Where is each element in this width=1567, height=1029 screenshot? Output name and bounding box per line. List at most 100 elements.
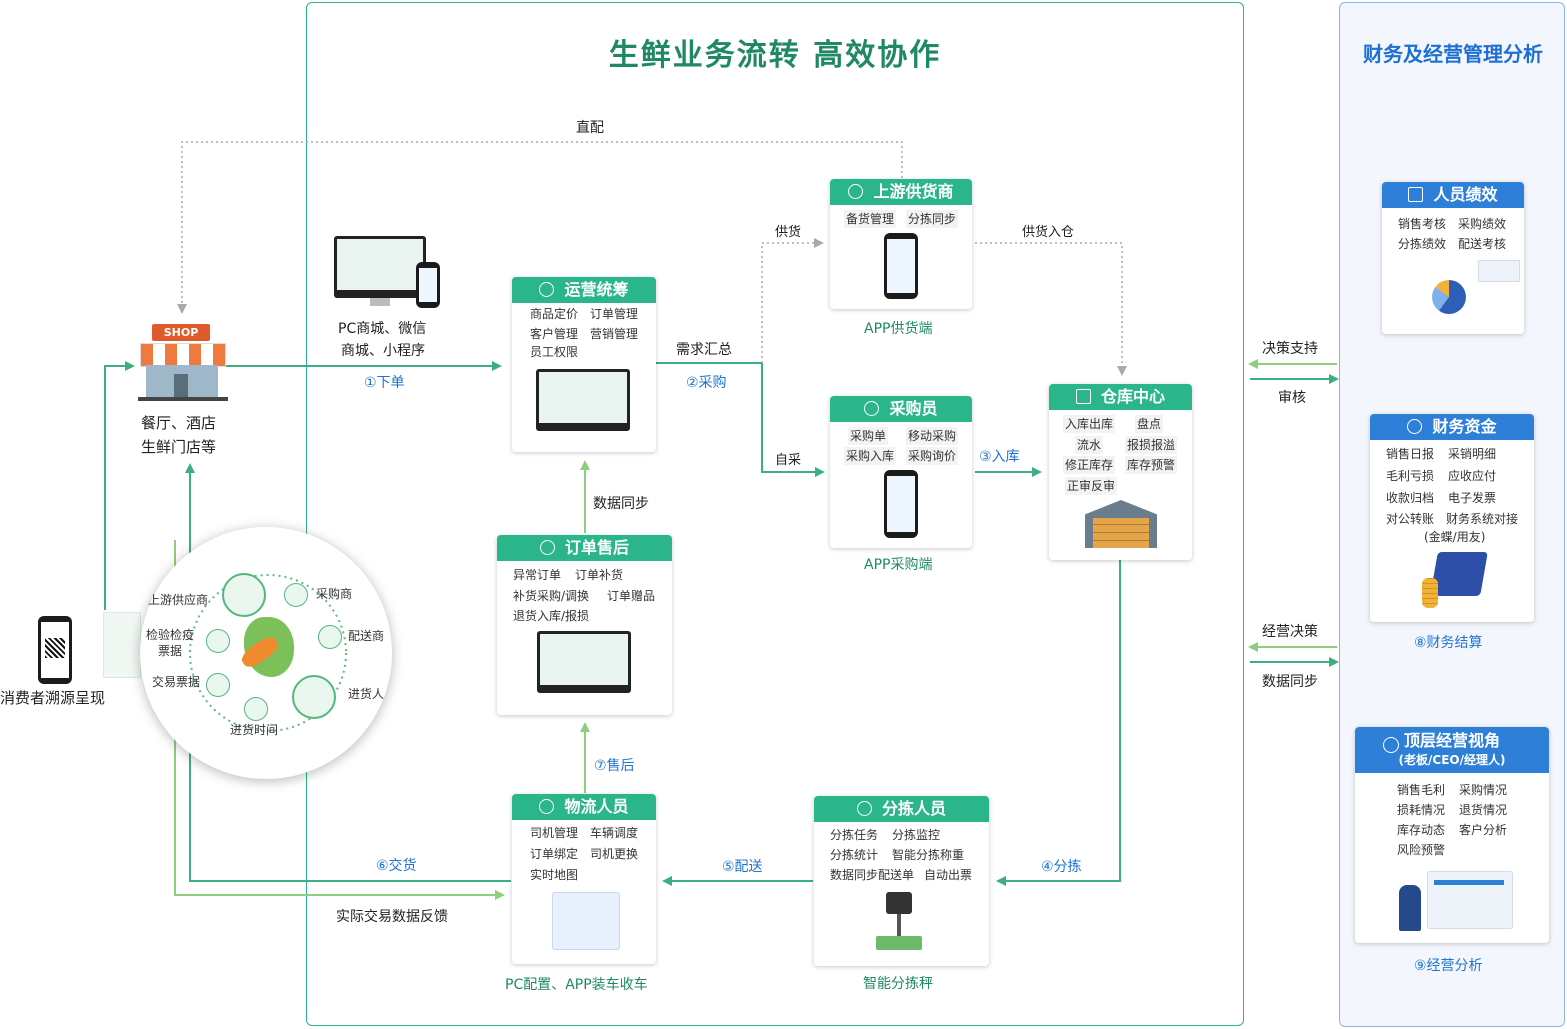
buyer-item: 采购询价 xyxy=(906,447,959,465)
service-icon xyxy=(539,540,555,555)
trace-purchaser-label: 进货人 xyxy=(348,687,385,701)
exec-title: 顶层经营视角 xyxy=(1403,731,1500,750)
supplier-title: 上游供货商 xyxy=(873,182,954,201)
logistics-caption: PC配置、APP装车收车 xyxy=(505,977,648,993)
inbound-step-label: ③入库 xyxy=(979,449,1020,465)
exec-header: 顶层经营视角 (老板/CEO/经理人) xyxy=(1355,727,1549,773)
sorter-box: 分拣人员 分拣任务 分拣监控 分拣统计 智能分拣称重 数据同步配送单 自动出票 xyxy=(814,796,989,966)
buyer-caption: APP采购端 xyxy=(864,557,933,573)
traceability-circle: 上游供应商 采购商 检验检疫 票据 配送商 交易票据 进货人 进货时间 xyxy=(140,527,392,779)
trace-time-label: 进货时间 xyxy=(230,723,279,737)
exec-item: 客户分析 xyxy=(1459,823,1508,837)
receipt-icon xyxy=(206,673,230,697)
pc-caption-line1: PC商城、微信 xyxy=(338,321,427,337)
finance-box: 财务资金 销售日报 采销明细 毛利亏损 应收应付 收款归档 电子发票 对公转账 … xyxy=(1370,414,1534,622)
store-caption-1: 餐厅、酒店 xyxy=(141,414,217,432)
purchase-step-label: ②采购 xyxy=(686,375,727,391)
aftersale-item: 订单补货 xyxy=(575,568,624,582)
trace-receipt-label: 交易票据 xyxy=(152,675,201,689)
order-step-label: ①下单 xyxy=(364,375,405,391)
sorter-title: 分拣人员 xyxy=(881,799,946,818)
sorter-item: 分拣任务 xyxy=(830,828,879,842)
logistics-title: 物流人员 xyxy=(564,797,629,816)
exec-caption: ⑨经营分析 xyxy=(1414,958,1483,974)
store-caption-2: 生鲜门店等 xyxy=(141,438,217,456)
trace-buyer-label: 采购商 xyxy=(316,587,353,601)
sync-label: 数据同步 xyxy=(593,496,649,512)
trace-inspection-label-2: 票据 xyxy=(158,644,183,658)
perf-box: 人员绩效 销售考核 采购绩效 分拣绩效 配送考核 xyxy=(1382,182,1524,334)
mobile-mall-phone-image xyxy=(416,262,440,308)
exec-item: 采购情况 xyxy=(1459,783,1508,797)
supplier-box: 上游供货商 备货管理 分拣同步 xyxy=(830,179,972,309)
logistics-header: 物流人员 xyxy=(512,794,656,820)
self-buy-label: 自采 xyxy=(775,453,802,468)
ops-monitor-image xyxy=(536,369,630,431)
person-icon xyxy=(864,401,880,416)
driver-icon xyxy=(539,799,555,814)
supplier-caption: APP供货端 xyxy=(864,321,933,337)
pc-mall-monitor-image xyxy=(334,236,426,298)
perf-item: 采购绩效 xyxy=(1458,217,1507,231)
warehouse-header: 仓库中心 xyxy=(1049,384,1192,410)
right-panel-title: 财务及经营管理分析 xyxy=(1363,42,1543,66)
trace-delivery-label: 配送商 xyxy=(348,629,385,643)
aftersale-monitor-image xyxy=(537,631,631,693)
sorter-item: 分拣统计 xyxy=(830,848,879,862)
buyer-header: 采购员 xyxy=(830,396,972,422)
perf-header: 人员绩效 xyxy=(1382,182,1524,208)
business-decision-label: 经营决策 xyxy=(1262,624,1318,640)
warehouse-icon xyxy=(1075,389,1091,404)
logistics-box: 物流人员 司机管理 车辆调度 订单绑定 司机更换 实时地图 xyxy=(512,794,656,964)
sorter-item: 数据同步配送单 xyxy=(830,868,915,882)
perf-title: 人员绩效 xyxy=(1433,185,1498,204)
consumer-phone-image xyxy=(38,616,72,684)
logistics-item: 订单绑定 xyxy=(530,847,579,861)
dashboard-image xyxy=(1427,871,1513,929)
sorter-item: 自动出票 xyxy=(924,868,973,882)
main-panel xyxy=(306,2,1244,1026)
exec-item: 库存动态 xyxy=(1397,823,1446,837)
yen-icon xyxy=(1407,419,1423,434)
supply-in-line xyxy=(975,242,1127,376)
supply-label: 供货 xyxy=(775,225,802,240)
sort-step-label: ④分拣 xyxy=(1041,859,1082,875)
aftersale-item: 异常订单 xyxy=(513,568,562,582)
finance-item: 应收应付 xyxy=(1448,469,1497,483)
page-title: 生鲜业务流转 高效协作 xyxy=(608,38,942,73)
logistics-item: 实时地图 xyxy=(530,868,579,882)
logistics-illustration xyxy=(552,892,620,950)
person-icon xyxy=(292,675,336,719)
exec-item: 退货情况 xyxy=(1459,803,1508,817)
finance-caption: ⑧财务结算 xyxy=(1414,635,1483,651)
aftersale-header: 订单售后 xyxy=(497,535,672,561)
ops-item: 订单管理 xyxy=(590,307,639,321)
pie-chart-icon xyxy=(1432,280,1466,314)
finance-item: 采销明细 xyxy=(1448,447,1497,461)
sort-line xyxy=(996,560,1121,886)
perf-item: 销售考核 xyxy=(1398,217,1447,231)
clock-icon xyxy=(244,697,268,721)
buyer-item: 采购单 xyxy=(848,427,889,445)
inspection-icon xyxy=(206,629,230,653)
supply-line xyxy=(761,238,824,363)
supplier-phone-image xyxy=(884,233,918,299)
finance-title: 财务资金 xyxy=(1432,417,1497,436)
after-step-label: ⑦售后 xyxy=(594,758,635,774)
invoice-image xyxy=(1430,552,1488,596)
exec-item: 销售毛利 xyxy=(1397,783,1446,797)
buyer-box: 采购员 采购单 移动采购 采购入库 采购询价 xyxy=(830,396,972,548)
qr-code-icon xyxy=(45,638,65,658)
warehouse-box: 仓库中心 入库出库 盘点 流水 报损报溢 修正库存 库存预警 正审反审 xyxy=(1049,384,1192,560)
truck-icon xyxy=(318,625,342,649)
ops-item: 员工权限 xyxy=(530,345,579,359)
aftersale-title: 订单售后 xyxy=(564,538,629,557)
direct-supply-line xyxy=(177,141,903,314)
handover-step-label: ⑥交货 xyxy=(376,858,417,874)
supplier-item: 备货管理 xyxy=(844,210,897,228)
ops-item: 商品定价 xyxy=(530,307,579,321)
buyer-item: 采购入库 xyxy=(844,447,897,465)
buyer-phone-image xyxy=(884,470,918,538)
supply-in-label: 供货入仓 xyxy=(1022,225,1075,240)
